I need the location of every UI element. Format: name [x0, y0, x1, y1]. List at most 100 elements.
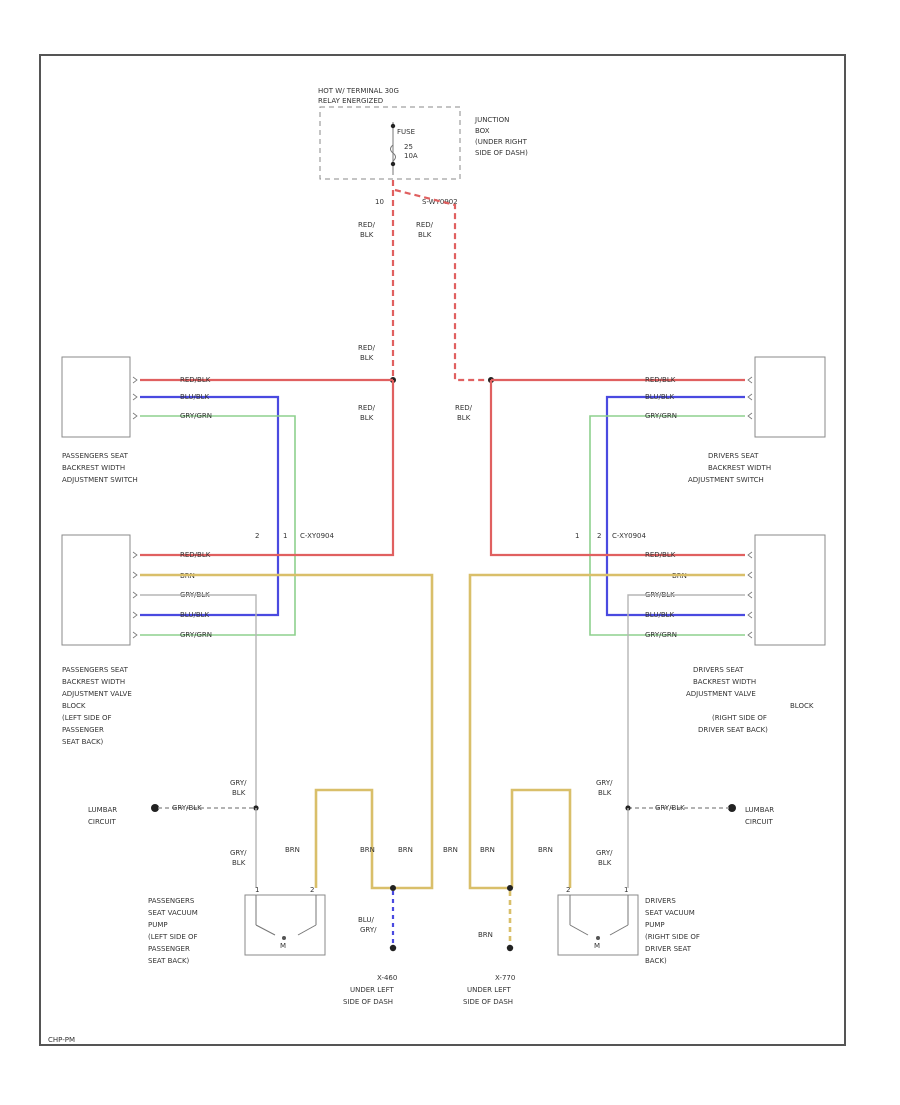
passenger-pump-line2: SEAT VACUUM — [148, 909, 198, 917]
ground-right-id: X-770 — [495, 974, 515, 982]
driver-pump-line5: DRIVER SEAT — [645, 945, 692, 953]
lumbar-left-line2: CIRCUIT — [88, 818, 117, 826]
wire-label-blublk-ps: BLU/BLK — [180, 393, 210, 401]
fuse-rating: 10A — [404, 152, 418, 160]
driver-switch-box — [754, 356, 826, 438]
wire-label-blk-3: BLK — [360, 354, 374, 362]
lumbar-connector-right — [728, 804, 736, 812]
wire-label-blk-8: BLK — [598, 789, 612, 797]
wire-green-driver — [589, 415, 745, 636]
dp-pin-m: M — [594, 942, 600, 950]
passenger-pump-line4: (LEFT SIDE OF — [148, 933, 198, 941]
pp-pin-1: 1 — [255, 886, 259, 894]
wire-label-brn-cr2: BRN — [480, 846, 495, 854]
driver-valve-box — [754, 534, 826, 646]
wire-label-brn-cl1: BRN — [360, 846, 375, 854]
wire-label-grygrn-dv: GRY/GRN — [645, 631, 677, 639]
ground-left-line2: SIDE OF DASH — [343, 998, 393, 1006]
wire-label-brn-gnd: BRN — [478, 931, 493, 939]
pin-1-right: 1 — [575, 532, 579, 540]
pin-1-left: 1 — [283, 532, 287, 540]
passenger-switch-box — [61, 356, 131, 438]
passenger-valve-line6: PASSENGER — [62, 726, 104, 734]
driver-pump-line3: PUMP — [645, 921, 665, 929]
wire-label-blublk-pv: BLU/BLK — [180, 611, 210, 619]
wire-gray-passenger-valve — [140, 594, 257, 808]
ground-left-point — [389, 944, 397, 952]
passenger-valve-line2: BACKREST WIDTH — [62, 678, 125, 686]
ground-right-line1: UNDER LEFT — [467, 986, 511, 994]
wire-label-redblk-dv: RED/BLK — [645, 551, 676, 559]
fuse-symbol — [390, 122, 396, 175]
wire-label-red-1: RED/ — [358, 221, 376, 229]
wire-red-right-trunk — [394, 188, 491, 382]
relay-label-line2: RELAY ENERGIZED — [318, 97, 383, 105]
wire-label-brn-cl2: BRN — [398, 846, 413, 854]
connector-label-right: C-XY0904 — [612, 532, 646, 540]
driver-valve-line2: BACKREST WIDTH — [693, 678, 756, 686]
wire-label-gry-4: GRY/ — [596, 779, 613, 787]
passenger-switch-line1: PASSENGERS SEAT — [62, 452, 129, 460]
wire-label-brn-dp: BRN — [538, 846, 553, 854]
fuse-label: FUSE — [397, 128, 415, 136]
wire-label-blk-4: BLK — [360, 414, 374, 422]
passenger-switch-line2: BACKREST WIDTH — [62, 464, 125, 472]
dp-pin-1: 1 — [624, 886, 628, 894]
passenger-pump-box — [244, 894, 326, 956]
lumbar-connector-left — [151, 804, 159, 812]
wire-label-red-5: RED/ — [455, 404, 473, 412]
passenger-valve-line4: BLOCK — [62, 702, 86, 710]
passenger-valve-line7: SEAT BACK) — [62, 738, 104, 746]
wire-label-redblk-pv: RED/BLK — [180, 551, 211, 559]
wire-brown-driver-pump — [510, 788, 572, 888]
wire-label-blublk-dv: BLU/BLK — [645, 611, 675, 619]
footer-code: CHP-PM — [48, 1036, 75, 1044]
wire-red-driver-valve — [489, 380, 745, 557]
diagram-frame — [39, 54, 846, 1046]
wire-label-gryblk-lumbar-l: GRY/BLK — [172, 804, 202, 812]
connector-pins — [132, 376, 753, 639]
driver-pump-line4: (RIGHT SIDE OF — [645, 933, 700, 941]
driver-valve-line3: ADJUSTMENT VALVE — [686, 690, 756, 698]
wire-label-red-3: RED/ — [358, 344, 376, 352]
driver-switch-line3: ADJUSTMENT SWITCH — [688, 476, 764, 484]
fuse-number: 25 — [404, 143, 413, 151]
driver-pump-box — [557, 894, 639, 956]
wire-red-passenger-valve — [140, 380, 395, 557]
wire-label-blu: BLU/ — [358, 916, 374, 924]
wire-label-grygrn-pv: GRY/GRN — [180, 631, 212, 639]
splice-center-left — [390, 885, 396, 891]
driver-pump-line6: BACK) — [645, 957, 667, 965]
ground-right-point — [506, 944, 514, 952]
ground-left-line1: UNDER LEFT — [350, 986, 394, 994]
driver-switch-line2: BACKREST WIDTH — [708, 464, 771, 472]
passenger-pump-line5: PASSENGER — [148, 945, 190, 953]
wire-label-gry-2: GRY/ — [230, 849, 247, 857]
wire-label-redblk-ps: RED/BLK — [180, 376, 211, 384]
wire-brown-passenger-valve — [140, 573, 434, 890]
wire-label-brn-cr1: BRN — [443, 846, 458, 854]
passenger-valve-line5: (LEFT SIDE OF — [62, 714, 112, 722]
driver-valve-line6: DRIVER SEAT BACK) — [698, 726, 768, 734]
wire-brown-driver-valve — [468, 573, 745, 890]
wire-label-gry-1: GRY/ — [230, 779, 247, 787]
passenger-pump-line3: PUMP — [148, 921, 168, 929]
wire-label-gry-3: GRY/ — [360, 926, 377, 934]
driver-valve-line5: (RIGHT SIDE OF — [712, 714, 767, 722]
junction-box-outline — [319, 106, 461, 180]
wire-label-blk-2: BLK — [418, 231, 432, 239]
junction-box-line4: SIDE OF DASH) — [475, 149, 528, 157]
relay-label-line1: HOT W/ TERMINAL 30G — [318, 87, 399, 95]
passenger-valve-line3: ADJUSTMENT VALVE — [62, 690, 132, 698]
wire-blue-passenger — [140, 395, 280, 617]
ground-left-id: X-460 — [377, 974, 397, 982]
wire-label-grygrn-ps: GRY/GRN — [180, 412, 212, 420]
wire-green-passenger — [140, 415, 296, 636]
pin-2-right: 2 — [597, 532, 601, 540]
lumbar-left-line1: LUMBAR — [88, 806, 117, 814]
driver-pump-switch-symbol — [569, 895, 629, 940]
junction-box-line1: JUNCTION — [474, 116, 509, 124]
wire-label-blk-5: BLK — [232, 789, 246, 797]
splice-center-right — [507, 885, 513, 891]
